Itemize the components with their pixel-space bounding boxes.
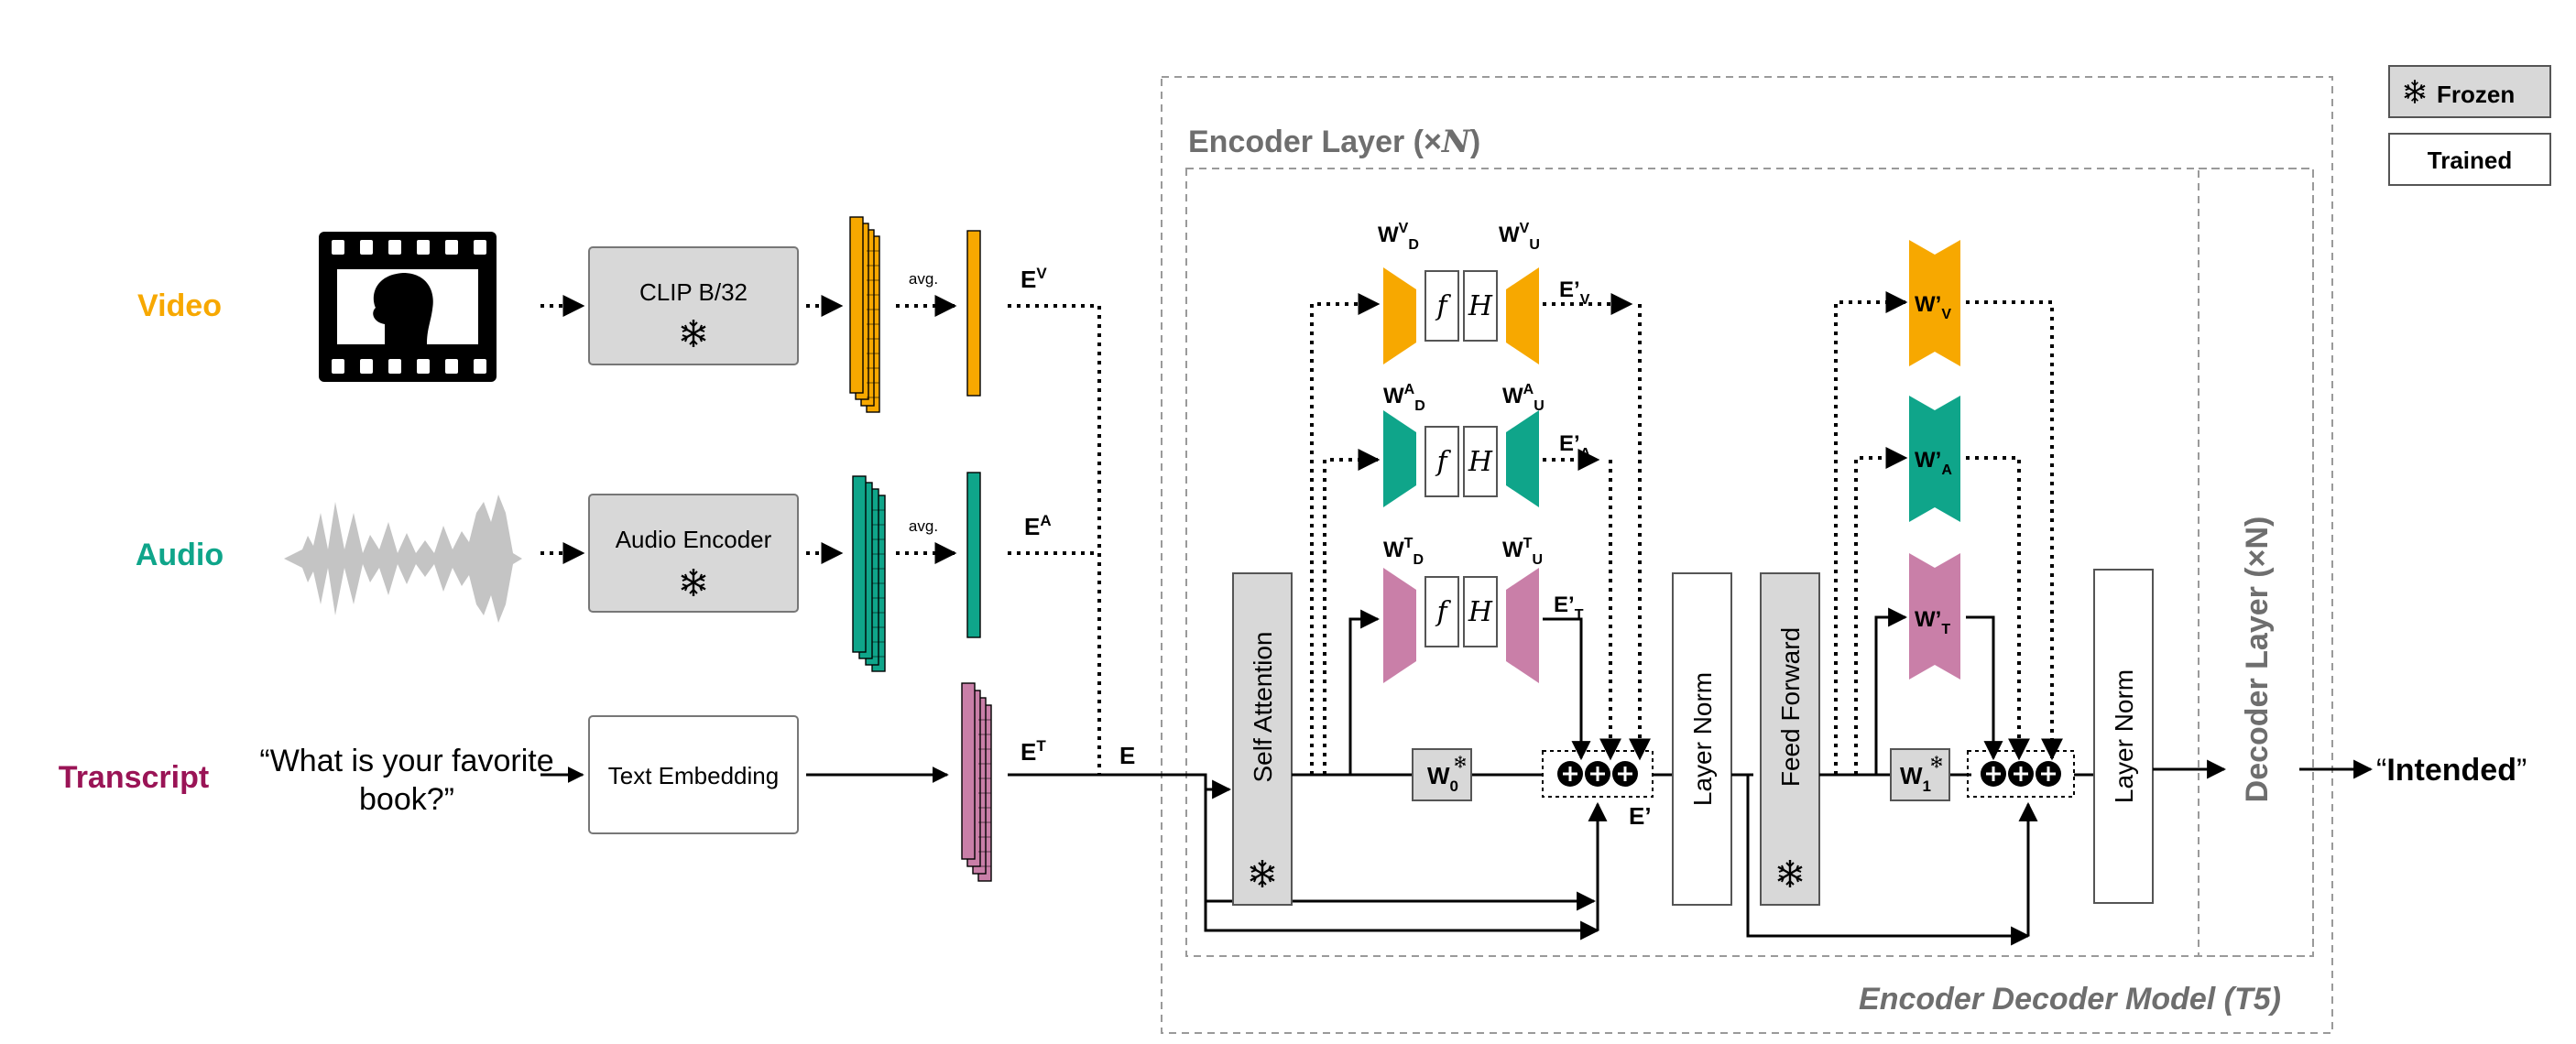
text-wu-label: WTU: [1502, 536, 1543, 568]
video-f-box: [1424, 270, 1459, 342]
sum-group-2: [1967, 750, 2075, 798]
legend-frozen-box: [2388, 65, 2551, 118]
ev-label: EV: [1021, 265, 1047, 293]
self-attention-label: Self Attention: [1249, 631, 1277, 782]
et-prime-label: E’T: [1554, 593, 1584, 623]
clip-encoder-label: CLIP B/32: [639, 278, 748, 306]
audio-f-box: [1424, 426, 1459, 497]
feed-forward-block: [1760, 572, 1820, 906]
layer-norm-1-block: [1672, 572, 1732, 906]
text-h-label: H: [1468, 596, 1493, 628]
text-embedding-grid: [978, 719, 991, 867]
encoder-layer-title: Encoder Layer (×N): [1188, 124, 1480, 160]
ev-prime-label: E’V: [1559, 277, 1590, 308]
head-silhouette-icon: [373, 273, 433, 344]
audio-embedding-grid: [872, 509, 885, 658]
output-label: “Intended”: [2376, 753, 2527, 788]
text-f-box: [1424, 576, 1459, 647]
audio-encoder-box: [588, 494, 799, 613]
layer-norm-2-block: [2093, 569, 2154, 904]
text-down-projection: [1383, 568, 1416, 683]
audio-wu-label: WAU: [1502, 382, 1545, 414]
ff-text-adapter-label: W’T: [1915, 607, 1950, 637]
audio-encoder-label: Audio Encoder: [616, 526, 772, 553]
ff-text-adapter: [1909, 553, 1960, 680]
audio-waveform-icon: [284, 495, 522, 623]
decoder-layer-box: [2198, 168, 2314, 957]
w1-box: [1890, 748, 1950, 801]
w0-label: W0: [1427, 762, 1458, 795]
e-prime-label: E’: [1629, 802, 1652, 830]
audio-h-label: H: [1468, 446, 1493, 478]
text-wd-label: WTD: [1383, 536, 1424, 568]
legend-frozen-label: Frozen: [2437, 81, 2515, 108]
encoder-decoder-model-box: [1161, 76, 2333, 1034]
audio-h-box: [1463, 426, 1498, 497]
plus-icons-1: [1557, 761, 1638, 787]
video-avg-label: avg.: [909, 270, 938, 288]
clip-encoder-box: [588, 246, 799, 365]
audio-label: Audio: [136, 538, 224, 572]
video-up-projection: [1506, 267, 1539, 364]
model-title: Encoder Decoder Model (T5): [1859, 982, 2281, 1017]
audio-avg-embedding: [966, 472, 981, 638]
e-label: E: [1119, 742, 1135, 769]
ff-audio-adapter-label: W’A: [1915, 448, 1952, 478]
layer-norm-1-label: Layer Norm: [1688, 672, 1717, 806]
audio-up-projection: [1506, 410, 1539, 507]
text-embedding-box: [588, 715, 799, 834]
legend-trained-label: Trained: [2428, 147, 2512, 174]
audio-down-projection: [1383, 410, 1416, 507]
video-down-projection: [1383, 267, 1416, 364]
ff-video-adapter: [1909, 240, 1960, 366]
ea-label: EA: [1024, 512, 1052, 540]
legend-trained-box: [2388, 133, 2551, 186]
w1-label: W1: [1900, 762, 1931, 795]
video-wu-label: WVU: [1499, 221, 1540, 253]
encoder-layer-box: [1185, 168, 2314, 957]
et-label: ET: [1021, 737, 1046, 766]
video-h-box: [1463, 270, 1498, 342]
video-wd-label: WVD: [1378, 221, 1419, 253]
audio-avg-label: avg.: [909, 517, 938, 535]
ea-prime-label: E’A: [1559, 431, 1591, 462]
video-h-label: H: [1468, 290, 1493, 322]
text-embedding-label: Text Embedding: [608, 762, 779, 789]
ff-audio-adapter: [1909, 396, 1960, 522]
layer-norm-2-label: Layer Norm: [2110, 669, 2138, 803]
video-embedding-grid: [867, 250, 879, 398]
text-up-projection: [1506, 568, 1539, 683]
text-h-box: [1463, 576, 1498, 647]
video-label: Video: [137, 288, 222, 323]
transcript-text-line2: book?”: [359, 782, 454, 817]
audio-wd-label: WAD: [1383, 382, 1425, 414]
ff-video-adapter-label: W’V: [1915, 292, 1951, 322]
video-avg-embedding: [966, 230, 981, 397]
film-strip-icon: [319, 232, 497, 382]
plus-icons-2: [1981, 761, 2061, 787]
feed-forward-label: Feed Forward: [1776, 627, 1805, 787]
transcript-label: Transcript: [59, 760, 209, 795]
transcript-text-line1: “What is your favorite: [259, 744, 553, 778]
self-attention-block: [1232, 572, 1293, 906]
decoder-layer-title: Decoder Layer (×N): [2240, 517, 2275, 803]
